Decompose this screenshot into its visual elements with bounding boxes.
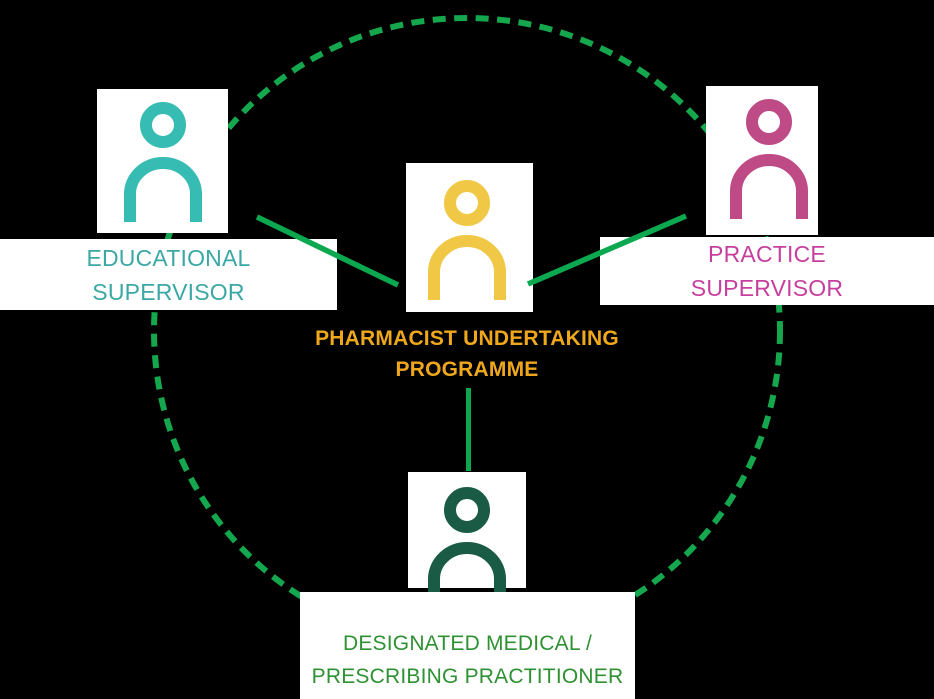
practice-supervisor-label: PRACTICE SUPERVISOR: [600, 237, 934, 305]
dmp-label-line1: DESIGNATED MEDICAL /: [342, 632, 593, 655]
practice-supervisor-label-line2: SUPERVISOR: [690, 275, 844, 301]
practice-supervisor-card: [706, 86, 818, 235]
person-icon: [123, 102, 202, 222]
person-icon: [729, 99, 808, 219]
pharmacist-label-line2: PROGRAMME: [395, 358, 539, 381]
dmp-card: [408, 472, 526, 607]
educational-supervisor-label: EDUCATIONAL SUPERVISOR: [0, 239, 337, 310]
person-icon: [427, 180, 506, 300]
dmp-label: DESIGNATED MEDICAL / PRESCRIBING PRACTIT…: [300, 592, 635, 699]
educational-supervisor-card: [97, 89, 228, 233]
person-icon: [428, 487, 506, 607]
educational-supervisor-label-line1: EDUCATIONAL: [86, 244, 251, 271]
practice-supervisor-label-line1: PRACTICE: [708, 241, 826, 267]
pharmacist-label-line1: PHARMACIST UNDERTAKING: [315, 327, 619, 350]
dmp-label-line2: PRESCRIBING PRACTITIONER: [311, 665, 624, 688]
educational-supervisor-label-line2: SUPERVISOR: [92, 278, 245, 305]
pharmacist-card: [406, 163, 533, 312]
pharmacist-label: PHARMACIST UNDERTAKING PROGRAMME: [287, 321, 647, 387]
